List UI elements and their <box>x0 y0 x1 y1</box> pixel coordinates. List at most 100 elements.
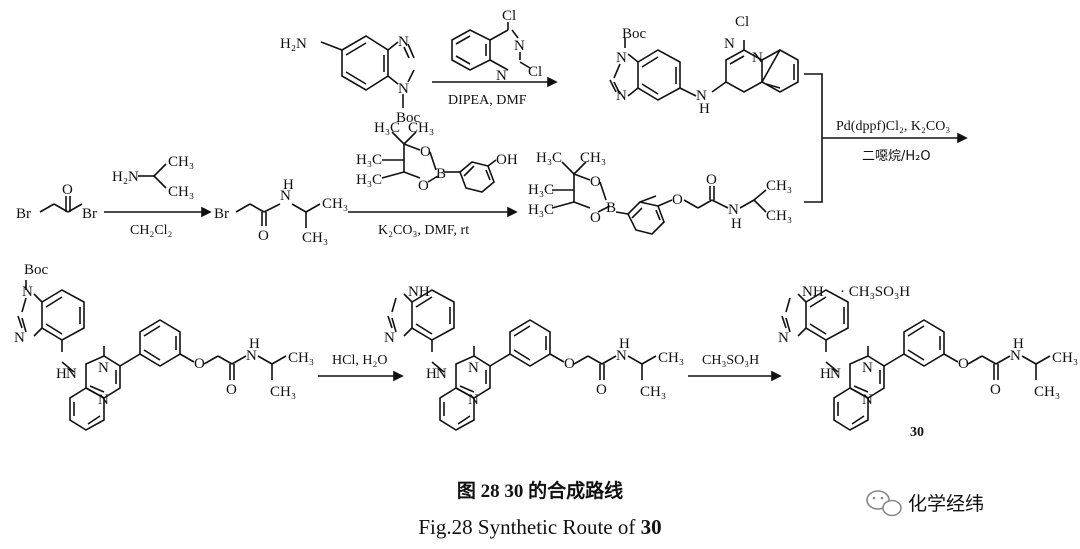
atom-hn: H <box>56 366 67 382</box>
atom-n: N <box>830 366 841 382</box>
atom-n: N <box>616 50 627 66</box>
atom-h: H <box>731 216 742 232</box>
atom-n: N <box>616 348 627 364</box>
atom-o: O <box>590 210 601 226</box>
atom-h3c: H₃C <box>374 120 400 136</box>
atom-ch3: CH₃ <box>658 350 684 366</box>
atom-o: O <box>564 356 575 372</box>
atom-o: O <box>258 228 269 244</box>
atom-o: O <box>590 174 601 190</box>
atom-ch3: CH₃ <box>302 230 328 246</box>
atom-hn: H <box>426 366 437 382</box>
atom-n: N <box>398 34 409 50</box>
condition-step3: K₂CO₃, DMF, rt <box>378 223 469 238</box>
condition-step2: CH₂Cl₂ <box>130 223 173 238</box>
reaction-arrow-1: DIPEA, DMF <box>432 76 558 108</box>
compound-30-mesylate: NH · CH₃SO₃H N H N N N O O N H CH₃ CH₃ 3… <box>778 284 1078 440</box>
condition-step1: DIPEA, DMF <box>448 93 527 108</box>
caption-chinese: 图 28 30 的合成路线 <box>457 479 623 502</box>
reaction-arrow-2: CH₂Cl₂ <box>104 206 212 238</box>
atom-n: N <box>514 38 525 54</box>
condition-step5: HCl, H₂O <box>332 353 387 368</box>
atom-ch3: CH₃ <box>408 120 434 136</box>
atom-h2n: H₂N <box>280 36 307 52</box>
atom-n: N <box>862 360 873 376</box>
atom-br: Br <box>214 206 229 222</box>
atom-h: H <box>249 336 260 352</box>
compound-label-30: 30 <box>910 425 924 440</box>
atom-h: H <box>283 177 294 193</box>
atom-h3c: H₃C <box>356 152 382 168</box>
atom-n: N <box>724 36 735 52</box>
atom-ch3: CH₃ <box>322 196 348 212</box>
atom-hn: H <box>820 366 831 382</box>
atom-cl: Cl <box>528 64 542 80</box>
atom-ch3: CH₃ <box>168 184 194 200</box>
atom-b: B <box>606 200 616 216</box>
atom-n: N <box>778 330 789 346</box>
caption-english-prefix: Fig.28 Synthetic Route of <box>418 515 640 539</box>
atom-h3c: H₃C <box>356 172 382 188</box>
atom-ch3: CH₃ <box>1052 350 1078 366</box>
compound-hydroxyphenyl-boronate: H₃C CH₃ H₃C H₃C O O B OH <box>356 120 518 194</box>
atom-ch3: CH₃ <box>288 350 314 366</box>
atom-h: H <box>619 336 630 352</box>
atom-ch3: CH₃ <box>168 154 194 170</box>
atom-h3c: H₃C <box>536 150 562 166</box>
atom-ch3: CH₃ <box>270 384 296 400</box>
caption-english-bold: 30 <box>641 515 662 539</box>
compound-boronate-amide: H₃C CH₃ H₃C H₃C O O B O O N H CH₃ CH₃ <box>528 150 792 235</box>
atom-n: N <box>384 330 395 346</box>
atom-n: N <box>1010 348 1021 364</box>
wechat-icon <box>866 490 902 517</box>
atom-n: N <box>14 330 25 346</box>
atom-oh: OH <box>496 152 518 168</box>
compound-boc-protected-coupled: Boc N N H N N N O O N H CH₃ CH₃ <box>14 262 314 431</box>
atom-boc: Boc <box>622 26 647 42</box>
atom-n: N <box>616 88 627 104</box>
compound-deprotected-freebase: NH N H N N N O O N H CH₃ CH₃ <box>384 284 684 431</box>
atom-n: N <box>98 360 109 376</box>
reaction-arrow-5: HCl, H₂O <box>318 353 404 382</box>
atom-ch3: CH₃ <box>766 208 792 224</box>
atom-br: Br <box>82 206 97 222</box>
atom-n: N <box>752 50 763 66</box>
atom-ch3: CH₃ <box>580 150 606 166</box>
atom-o: O <box>672 192 683 208</box>
atom-o: O <box>194 356 205 372</box>
atom-cl: Cl <box>502 8 516 24</box>
atom-n: N <box>728 202 739 218</box>
atom-n: N <box>862 392 873 408</box>
atom-boc: Boc <box>24 262 49 278</box>
atom-br: Br <box>16 206 31 222</box>
compound-isopropylamine: H₂N CH₃ CH₃ <box>112 154 194 200</box>
atom-ch3: CH₃ <box>766 178 792 194</box>
compound-aminobenzimidazole: H₂N N N Boc <box>280 34 421 126</box>
caption-english: Fig.28 Synthetic Route of 30 <box>418 515 661 539</box>
atom-h3c: H₃C <box>528 182 554 198</box>
atom-n: N <box>66 366 77 382</box>
atom-o: O <box>418 178 429 194</box>
compound-chloroquinazoline-intermediate: Boc N N N H N N Cl <box>609 14 799 117</box>
atom-o: O <box>596 382 607 398</box>
atom-o: O <box>706 172 717 188</box>
atom-n: N <box>468 392 479 408</box>
atom-n: N <box>468 360 479 376</box>
condition-step6: CH₃SO₃H <box>702 353 759 368</box>
atom-o: O <box>990 382 1001 398</box>
watermark-text: 化学经纬 <box>908 493 984 515</box>
atom-n: N <box>398 81 409 97</box>
atom-h: H <box>1013 336 1024 352</box>
atom-o: O <box>62 182 73 198</box>
atom-o: O <box>420 144 431 160</box>
condition-step4-catalyst: Pd(dppf)Cl₂, K₂CO₃ <box>836 119 950 134</box>
compound-dichloroquinazoline: Cl N N Cl <box>451 8 542 84</box>
salt-msa: · CH₃SO₃H <box>840 284 910 300</box>
compound-bromoacetamide: Br O N H CH₃ CH₃ <box>214 177 348 246</box>
atom-n: N <box>436 366 447 382</box>
reaction-arrow-4: Pd(dppf)Cl₂, K₂CO₃ 二噁烷/H₂O <box>804 73 968 203</box>
atom-nh: NH <box>408 284 430 300</box>
condition-step4-solvent: 二噁烷/H₂O <box>862 149 931 164</box>
watermark: 化学经纬 <box>866 490 984 517</box>
